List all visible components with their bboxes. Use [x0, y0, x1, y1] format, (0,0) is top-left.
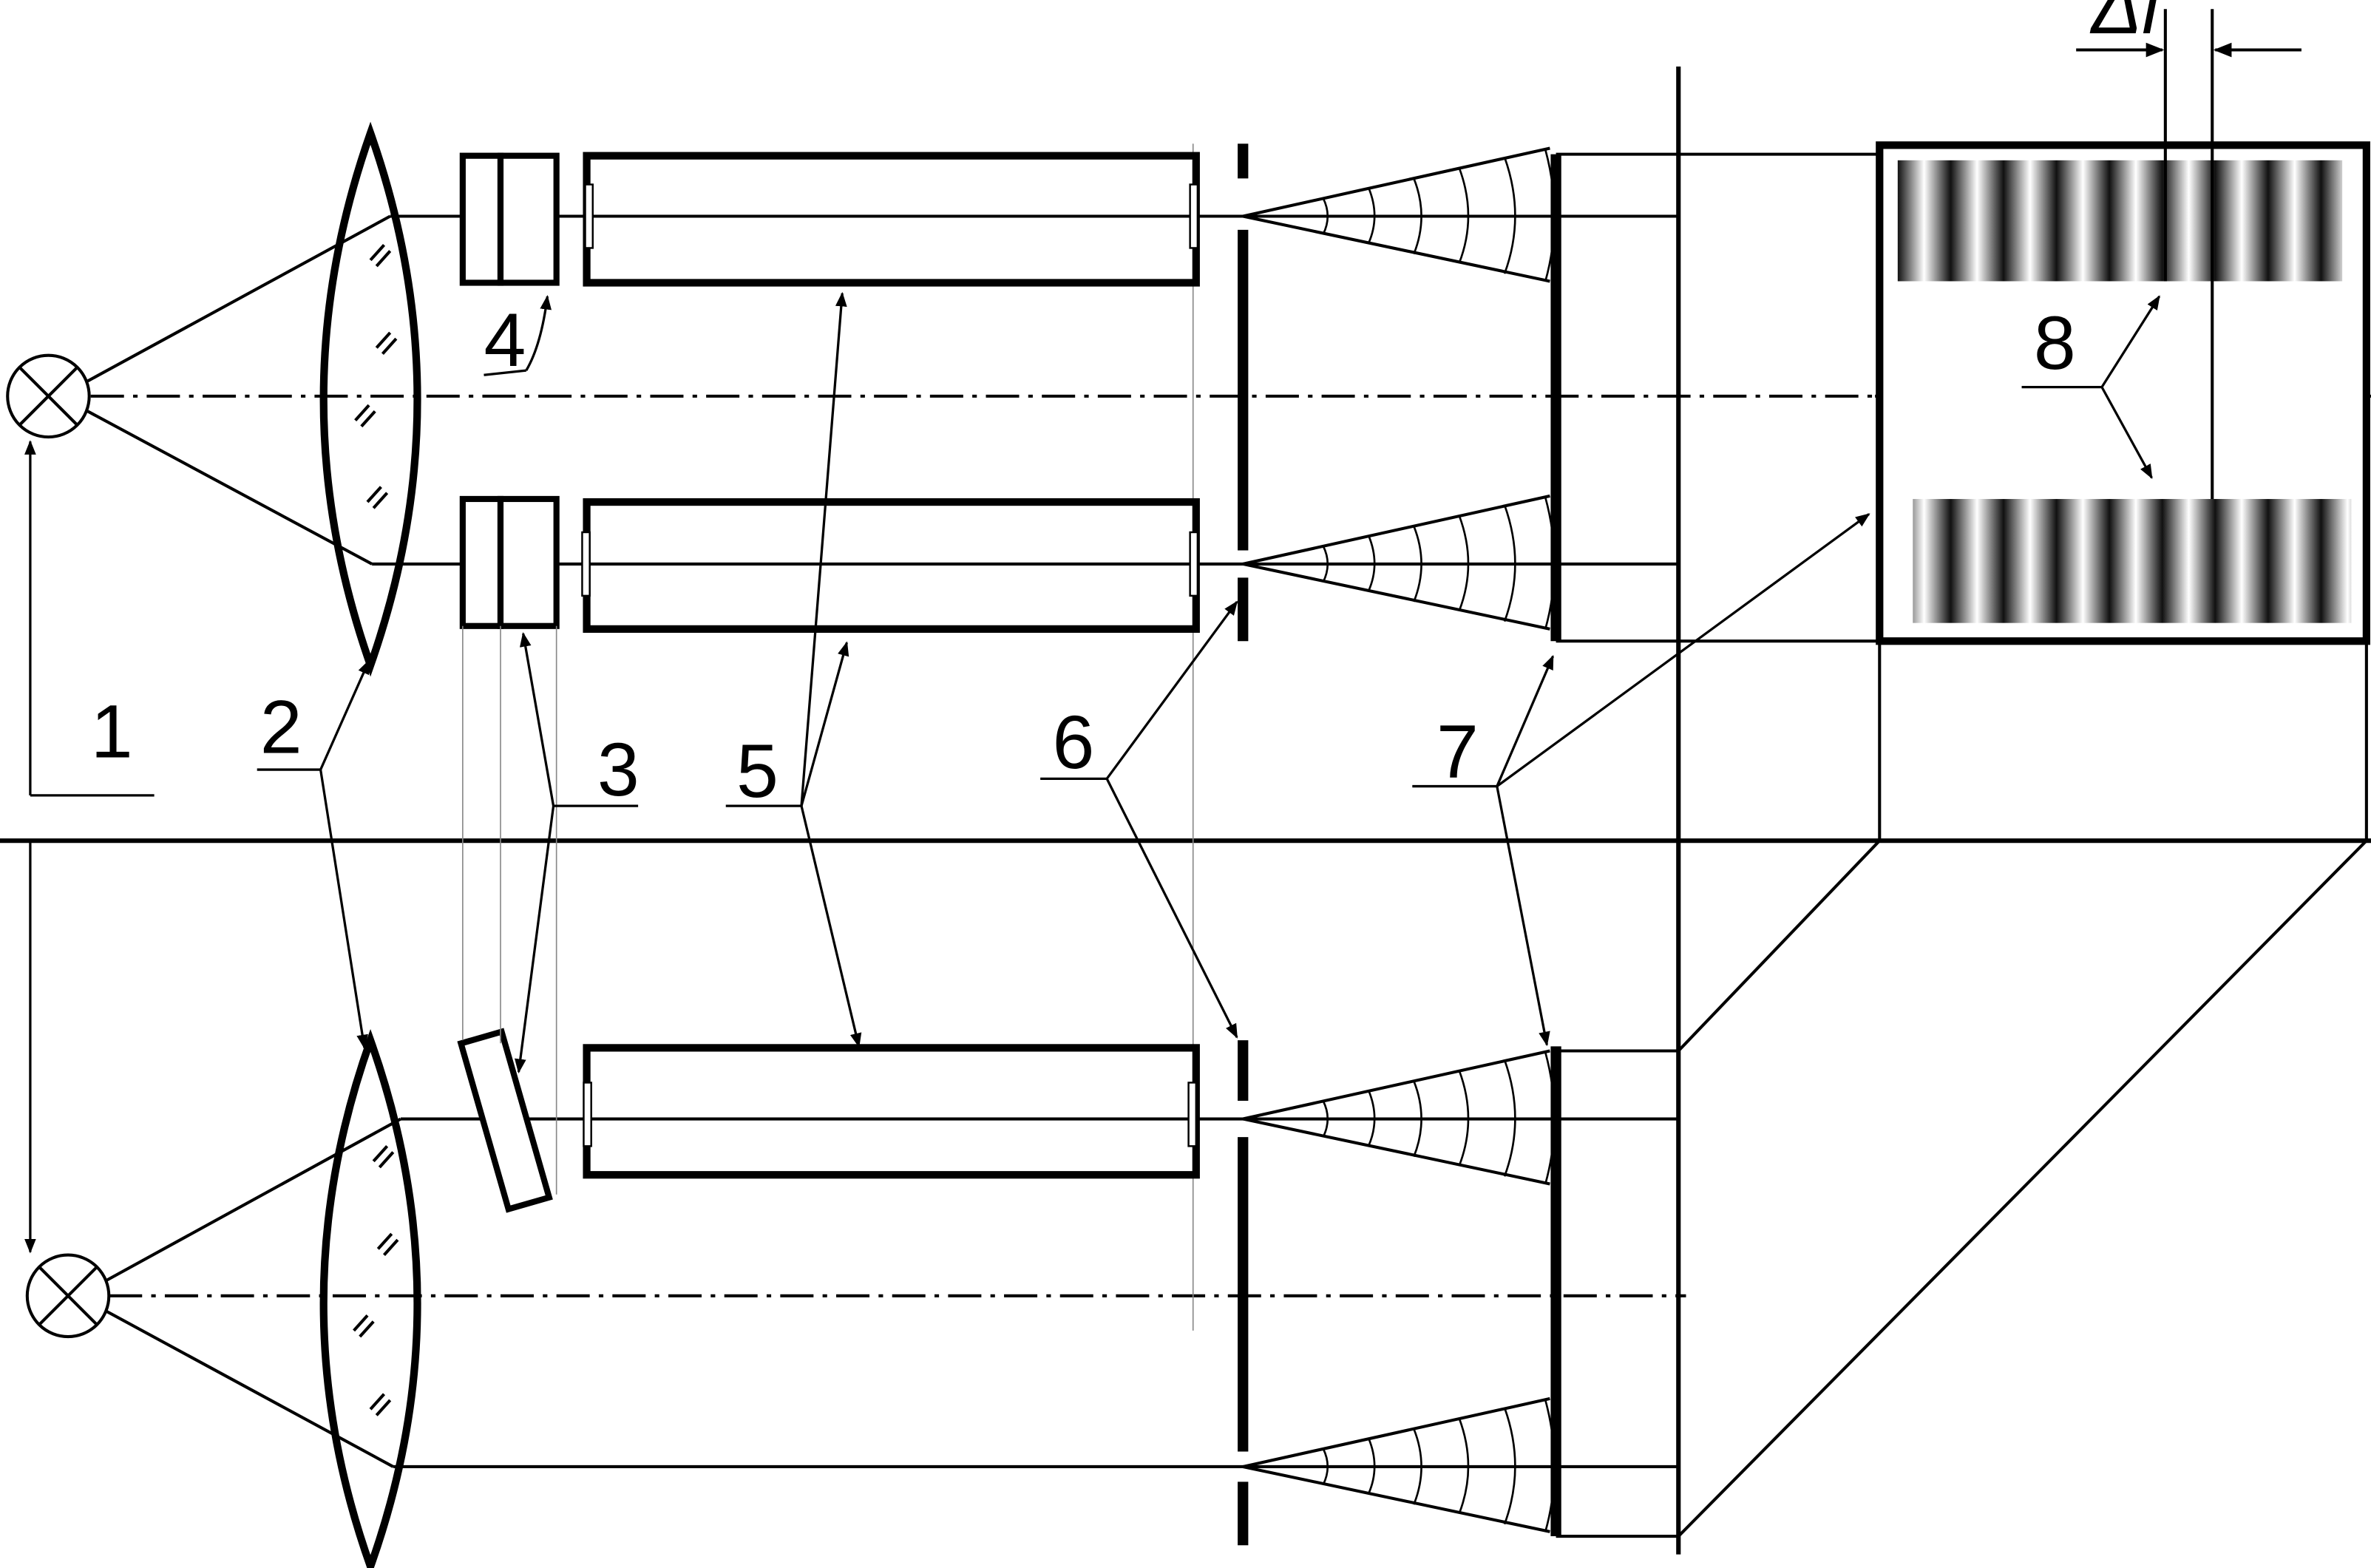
- diffraction-cone-1: [1242, 146, 1556, 283]
- diffraction-cone-3: [1242, 1049, 1556, 1186]
- leader-lines: [24, 291, 2161, 1254]
- screen-frame-lines: [1556, 67, 2368, 1555]
- label-2: 2: [260, 685, 302, 770]
- shift-indicator: [2076, 9, 2302, 499]
- upper-lens: [319, 121, 421, 677]
- lower-source-rays: [105, 1117, 401, 1468]
- label-4: 4: [484, 297, 526, 382]
- label-7: 7: [1436, 708, 1479, 793]
- label-3: 3: [597, 727, 640, 812]
- tilted-plate: [457, 1028, 553, 1213]
- upper-compensator-plates: [459, 152, 560, 286]
- lower-fringe-pattern: [1913, 498, 2352, 623]
- diffraction-cone-2: [1242, 494, 1556, 631]
- upper-fringe-pattern: [1897, 160, 2343, 282]
- upper-source-rays: [87, 214, 391, 566]
- middle-compensator-plates: [459, 495, 560, 629]
- label-8: 8: [2034, 300, 2076, 385]
- middle-gas-cell: [581, 498, 1200, 633]
- lower-gas-cell: [583, 1044, 1200, 1179]
- label-1: 1: [91, 689, 133, 774]
- upper-light-source-icon: [6, 353, 91, 439]
- lower-light-source-icon: [25, 1253, 111, 1339]
- label-6: 6: [1053, 699, 1095, 784]
- upper-gas-cell: [583, 152, 1200, 287]
- lower-lens: [319, 1028, 421, 1568]
- label-shift: Δl: [2090, 0, 2162, 50]
- label-5: 5: [736, 728, 779, 813]
